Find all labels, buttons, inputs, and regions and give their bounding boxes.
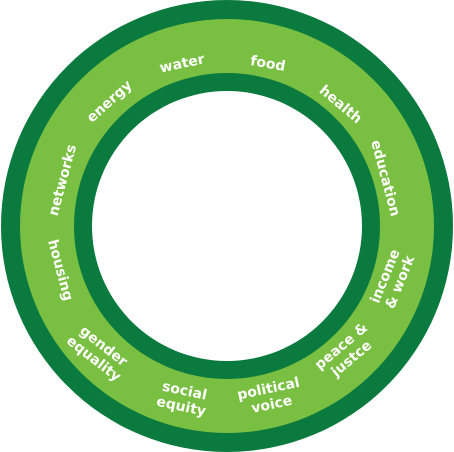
center-circle bbox=[92, 91, 362, 361]
segment-label-food: food bbox=[249, 53, 287, 75]
segment-label-line: food bbox=[249, 53, 287, 75]
